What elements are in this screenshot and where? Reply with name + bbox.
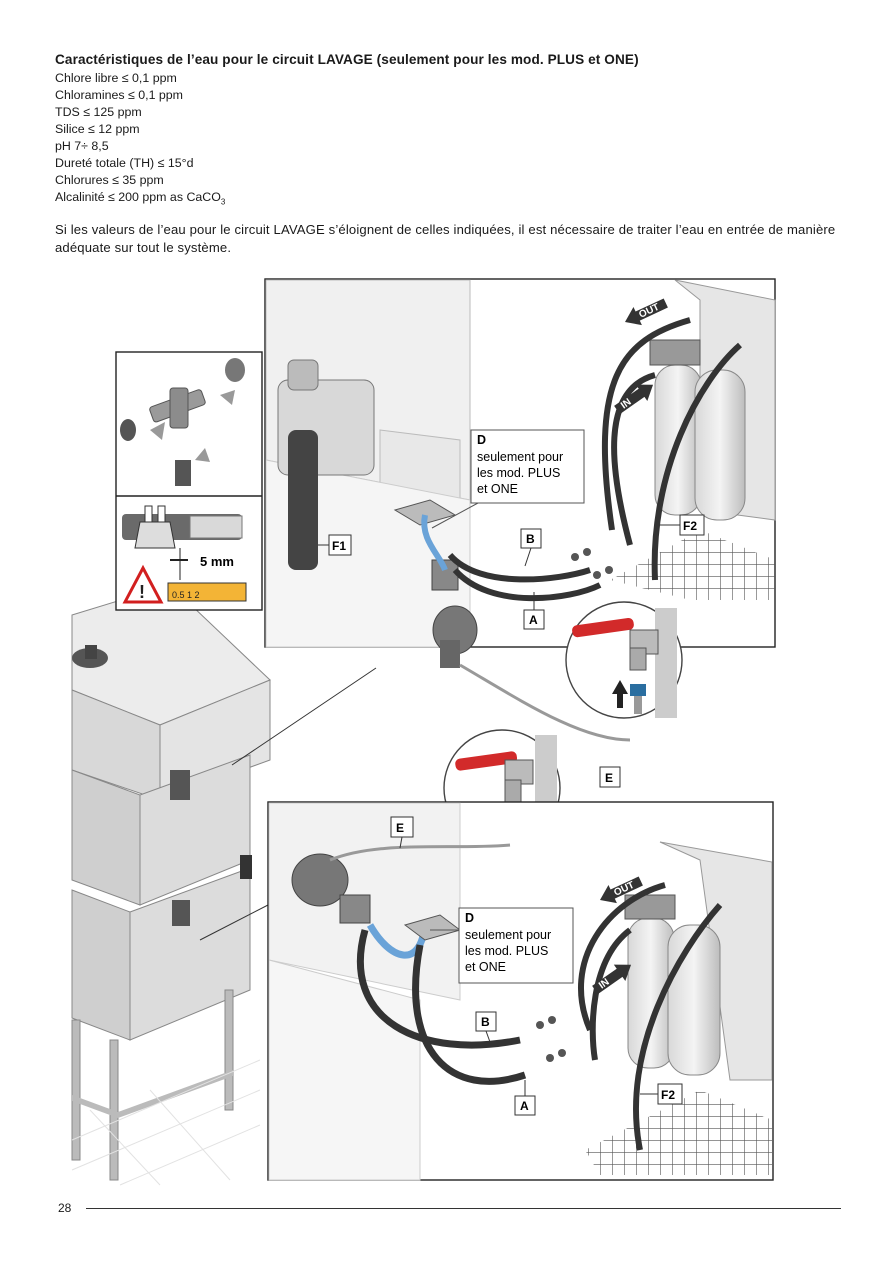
label-e-box-1 (599, 766, 621, 788)
fitting-inset: 5 mm ! 0.5 1 2 (115, 351, 263, 611)
note-d-line2: les mod. PLUS (477, 466, 560, 480)
alkalinity-text: Alcalinité ≤ 200 ppm as CaCO (55, 190, 221, 204)
ruler-label: 0.5 1 2 (172, 590, 200, 600)
label-e-1: E (605, 771, 613, 785)
note-d-line3: et ONE (477, 482, 518, 496)
label-b-top: B (526, 532, 535, 546)
note-d2-line3: et ONE (465, 960, 506, 974)
section-heading: Caractéristiques de l’eau pour le circui… (55, 52, 639, 67)
label-a-top: A (529, 613, 538, 627)
appliance-stack (71, 584, 377, 1186)
spec-item: Chlorures ≤ 35 ppm (55, 173, 164, 187)
page-number: 28 (58, 1201, 72, 1215)
note-d2-line1: seulement pour (465, 928, 551, 942)
spec-item: Alcalinité ≤ 200 ppm as CaCO3 (55, 189, 225, 210)
lower-detail-panel: OUT IN E D seulement pour les mod. PLUS … (267, 801, 774, 1181)
alkalinity-subscript: 3 (220, 197, 226, 207)
svg-text:!: ! (139, 582, 145, 602)
measure-label: 5 mm (200, 554, 234, 569)
spec-item: Chlore libre ≤ 0,1 ppm (55, 71, 177, 85)
label-f1: F1 (332, 539, 346, 553)
note-d2-line2: les mod. PLUS (465, 944, 548, 958)
spec-item: TDS ≤ 125 ppm (55, 105, 142, 119)
label-e-2: E (396, 821, 404, 835)
label-a-bottom: A (520, 1099, 529, 1113)
treatment-paragraph: Si les valeurs de l’eau pour le circuit … (55, 222, 836, 255)
label-f2-bottom: F2 (661, 1088, 675, 1102)
spec-item: Dureté totale (TH) ≤ 15°d (55, 156, 194, 170)
note-d-letter: D (477, 433, 486, 447)
footer-rule (86, 1208, 841, 1209)
valve-detail-circle-1 (565, 601, 683, 719)
label-f2-top: F2 (683, 519, 697, 533)
note-d-line1: seulement pour (477, 450, 563, 464)
spec-item: pH 7÷ 8,5 (55, 139, 109, 153)
in-arrow: IN (614, 384, 654, 415)
spec-item: Chloramines ≤ 0,1 ppm (55, 88, 184, 102)
in-arrow-2: IN (592, 964, 632, 995)
note-d-letter-2: D (465, 911, 474, 925)
upper-detail-panel: OUT IN D seulement pour les mod. PLUS et… (264, 278, 776, 742)
label-b-bottom: B (481, 1015, 490, 1029)
spec-item: Silice ≤ 12 ppm (55, 122, 140, 136)
water-specs-list: Chlore libre ≤ 0,1 ppm Chloramines ≤ 0,1… (55, 70, 225, 210)
